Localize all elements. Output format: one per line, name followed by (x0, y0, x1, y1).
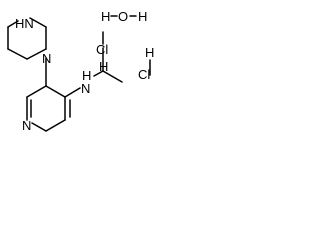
pyridine-n-label: N (22, 118, 31, 133)
water-h-right-label: H (138, 9, 147, 24)
pyridine-amine-bond (64, 87, 81, 98)
piperazine-ring (7, 17, 47, 60)
hcl-1-cl-label: Cl (96, 42, 108, 57)
hcl-2-cl-label: Cl (138, 67, 150, 82)
piperazine-nh-label: HN (15, 16, 34, 31)
hcl-1-h-label: H (99, 59, 108, 74)
piperazine-n-label: N (42, 51, 51, 66)
amine-n-label: N (81, 81, 90, 96)
pyridine-ring (26, 85, 71, 132)
water-h-left-label: H (101, 9, 110, 24)
hcl-2-h-label: H (145, 45, 154, 60)
isopropyl-group (93, 47, 123, 83)
water-o-label: O (118, 9, 128, 24)
molecule-diagram: HN N N H N H O H Cl H H Cl (7, 9, 154, 133)
amine-h-label: H (82, 68, 91, 83)
